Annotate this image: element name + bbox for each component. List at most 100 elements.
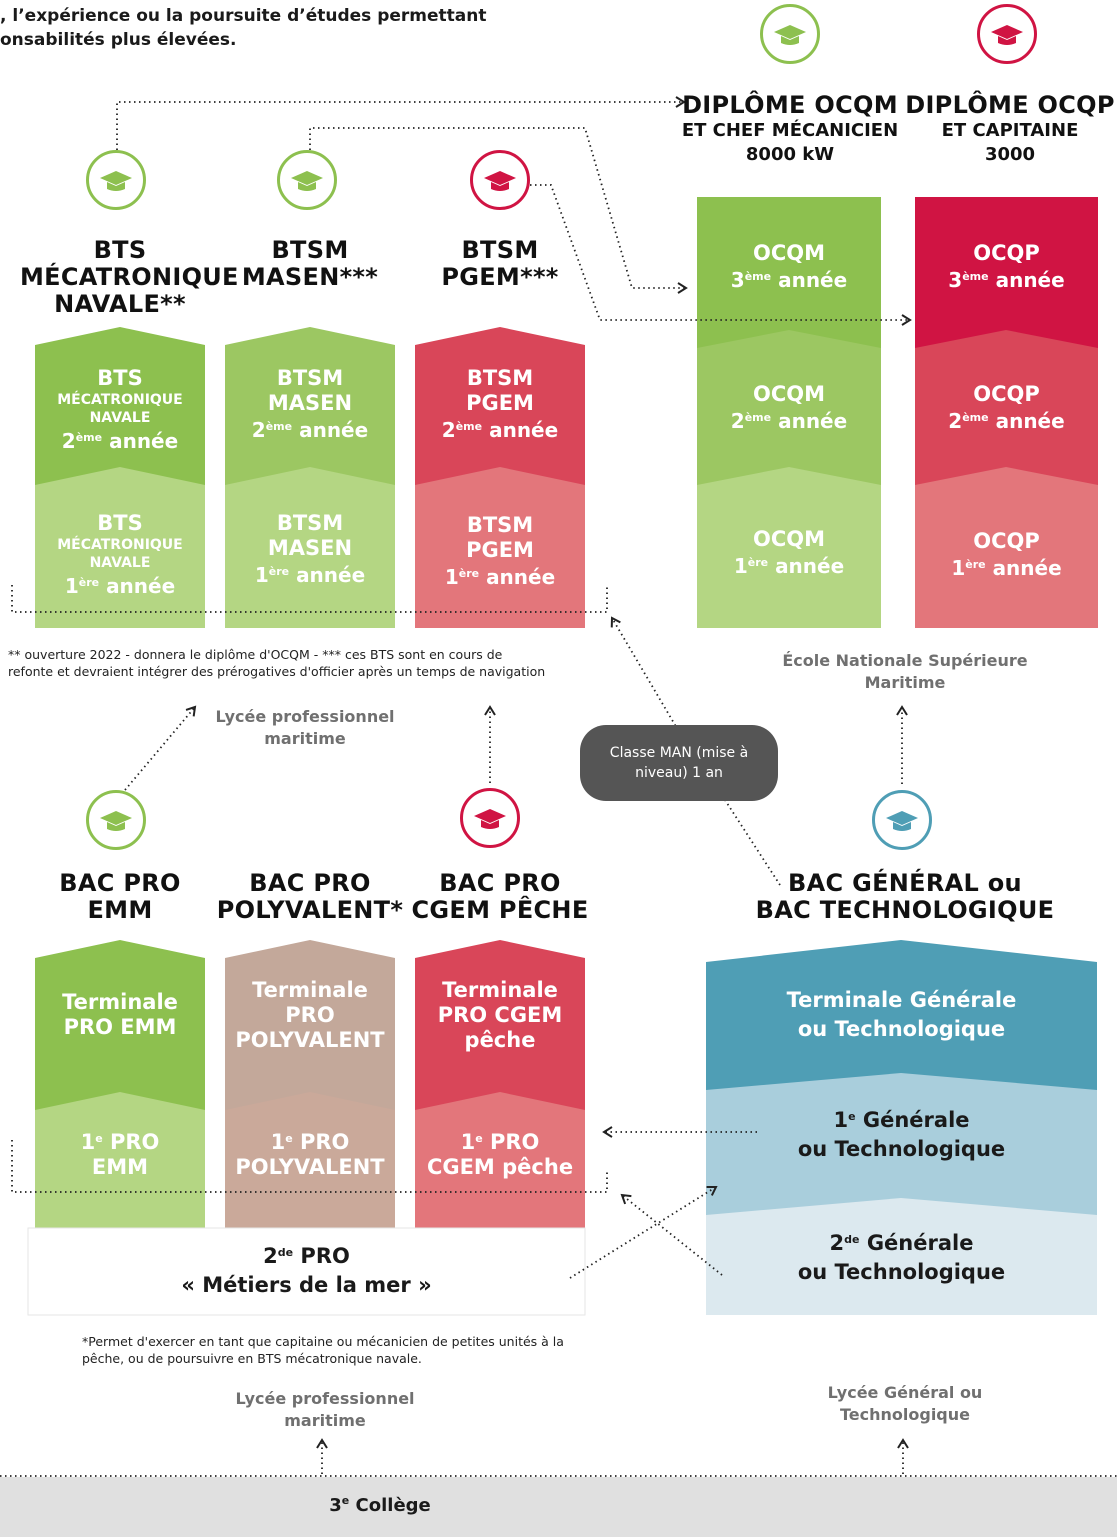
btsm-pgem-year1-label: BTSM PGEM 1ère année <box>415 502 585 602</box>
term-gen-l2: ou Technologique <box>797 1017 1006 1041</box>
ocqp-label: OCQP <box>973 240 1040 265</box>
ocqp-year3-box <box>915 197 1098 348</box>
bts-meca-sub: MÉCATRONIQUE <box>57 391 183 408</box>
year-word: année <box>778 408 848 433</box>
ocqm-year1-box <box>697 467 881 628</box>
ocqm-year2-box <box>697 330 881 485</box>
year-number: 1 <box>733 553 748 578</box>
diploma-ocqm-title: DIPLÔME OCQM <box>682 91 898 119</box>
term-poly-l3: POLYVALENT <box>235 1027 385 1052</box>
link-gen-to-man <box>724 799 781 886</box>
first-suffix: e <box>285 1132 293 1145</box>
year-word: année <box>992 555 1062 580</box>
school-lpm-top-l1: Lycée professionnel <box>215 707 395 726</box>
graduation-cap-icon <box>760 4 820 64</box>
first-num: 1 <box>460 1130 476 1154</box>
graduation-cap-icon <box>470 150 530 210</box>
term-gen-box <box>706 940 1097 1105</box>
college-band: 3e Collège <box>0 1477 1117 1537</box>
ocqm-year2-label: OCQM 2ème année <box>697 373 881 443</box>
btsm-pgem-title: BTSM PGEM*** <box>420 237 580 291</box>
year-suffix: ème <box>744 410 772 424</box>
btsm-label: BTSM <box>276 366 344 390</box>
ocqp-year1-label: OCQP 1ère année <box>915 520 1098 590</box>
term-gen-l1: Terminale Générale <box>786 988 1017 1012</box>
btsm-pgem-year2-box <box>415 327 585 485</box>
seconde-pro-label: 2de PRO « Métiers de la mer » <box>28 1235 585 1307</box>
diploma-ocqp-line2: ET CAPITAINE <box>941 120 1079 141</box>
year-suffix: ème <box>265 420 293 433</box>
bacpro-cgem-title: BAC PRO CGEM PÊCHE <box>410 870 590 924</box>
bts-meca-title: BTS MÉCATRONIQUE NAVALE** <box>20 237 239 318</box>
btsm-label: BTSM <box>466 513 534 537</box>
btsm-label: BTSM <box>276 511 344 535</box>
ocqp-year2-box <box>915 330 1098 485</box>
bts-meca-title-l3: NAVALE** <box>54 290 186 318</box>
intro-line-2: onsabilités plus élevées. <box>0 30 237 50</box>
btsm-masen-year2-box <box>225 327 395 485</box>
ocqp-label: OCQP <box>973 381 1040 406</box>
term-cgem-l2: PRO CGEM <box>437 1002 563 1027</box>
first-num: 1 <box>80 1130 96 1154</box>
bacpro-footnote-line2: pêche, ou de poursuivre en BTS mécatroni… <box>82 1351 422 1366</box>
first-pro-word: PRO <box>109 1130 160 1154</box>
bts-meca-year1-box <box>35 467 205 628</box>
school-lgt: Lycée Général ou Technologique <box>800 1382 1010 1426</box>
graduation-cap-icon <box>977 4 1037 64</box>
diploma-ocqm-line2: ET CHEF MÉCANICIEN <box>681 120 899 141</box>
ocqp-year3-label: OCQP 3ème année <box>915 232 1098 302</box>
year-word: année <box>109 428 179 453</box>
year-suffix: ème <box>744 269 772 283</box>
first-cgem-box <box>415 1092 585 1235</box>
intro-line-1: , l’expérience ou la poursuite d’études … <box>0 6 487 26</box>
year-number: 1 <box>951 555 966 580</box>
year-suffix: ème <box>75 430 103 444</box>
seconde-word: PRO <box>300 1244 350 1268</box>
school-lgt-l2: Technologique <box>839 1405 970 1424</box>
bacpro-poly-title: BAC PRO POLYVALENT* <box>215 870 405 924</box>
bts-label: BTS <box>97 510 143 535</box>
first-emm-label: 1e PRO EMM <box>35 1120 205 1190</box>
ocqm-label: OCQM <box>752 526 825 551</box>
second-gen-word: Générale <box>866 1231 974 1255</box>
ocqp-label: OCQP <box>973 528 1040 553</box>
year-suffix: ème <box>455 420 483 433</box>
year-word: année <box>106 573 176 598</box>
first-cgem-l2: CGEM pêche <box>426 1155 574 1179</box>
seconde-pro-box <box>27 1227 586 1316</box>
link-man-to-bts <box>610 616 679 731</box>
bts-footnote: ** ouverture 2022 - donnera le diplôme d… <box>8 646 628 680</box>
bts-meca-sub2: NAVALE <box>89 554 151 571</box>
intro-text: , l’expérience ou la poursuite d’études … <box>0 4 640 52</box>
year-suffix: ère <box>458 567 480 580</box>
ocqm-year3-box <box>697 197 881 348</box>
graduation-cap-icon <box>86 150 146 210</box>
link-meca-to-ocqm <box>116 96 686 165</box>
term-cgem-box <box>415 940 585 1110</box>
first-gen-word: Générale <box>862 1108 970 1132</box>
seconde-suffix: de <box>277 1246 294 1259</box>
btsm-masen-title: BTSM MASEN*** <box>230 237 390 291</box>
first-gen-box <box>706 1073 1097 1220</box>
link-2gen-to-bracket <box>620 1193 723 1276</box>
term-cgem-l1: Terminale <box>442 977 558 1002</box>
pgem-label: PGEM <box>466 391 534 415</box>
link-2pro-to-gen <box>569 1185 718 1279</box>
bac-general-title-l2: BAC TECHNOLOGIQUE <box>755 896 1055 924</box>
btsm-label: BTSM <box>466 366 534 390</box>
second-gen-l2: ou Technologique <box>797 1260 1006 1284</box>
masen-label: MASEN <box>267 536 353 560</box>
graduation-cap-icon <box>460 788 520 848</box>
btsm-pgem-title-l2: PGEM*** <box>441 263 559 291</box>
bts-meca-sub2: NAVALE <box>89 409 151 426</box>
year-word: année <box>296 563 366 587</box>
college-suffix: e <box>341 1494 350 1507</box>
year-number: 1 <box>254 563 269 587</box>
year-suffix: ère <box>747 555 769 569</box>
bts-meca-title-l2: MÉCATRONIQUE <box>20 263 239 291</box>
diploma-ocqm-line3: 8000 kW <box>745 144 835 165</box>
link-emm-to-lpm <box>124 705 197 791</box>
first-pro-word: PRO <box>299 1130 350 1154</box>
bac-general-title-l1: BAC GÉNÉRAL ou <box>788 869 1022 897</box>
bts-meca-sub: MÉCATRONIQUE <box>57 536 183 553</box>
